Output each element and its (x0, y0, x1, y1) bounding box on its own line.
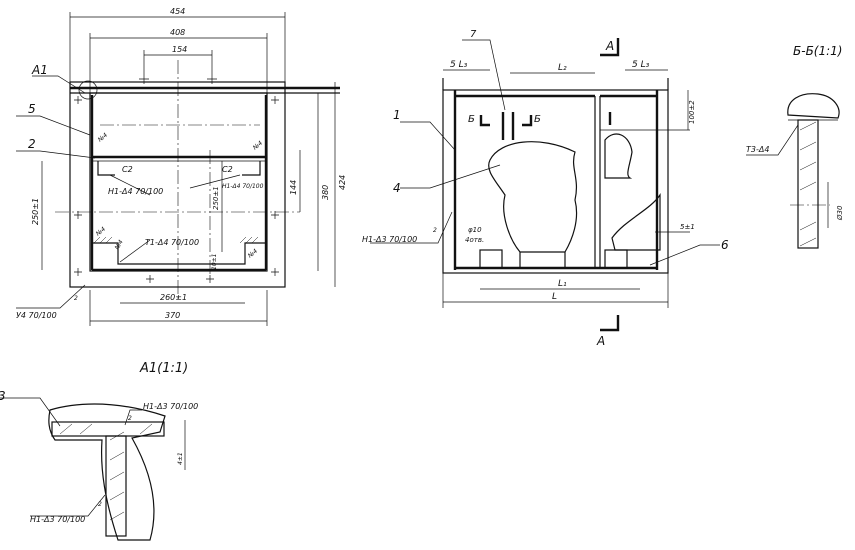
weld-h1-a3-bottom: Н1-Δ3 70/100 (30, 515, 85, 524)
dim-408: 408 (170, 28, 185, 37)
small-2-front: 2 (74, 295, 78, 302)
dim-l2: L₂ (558, 63, 567, 73)
dim-l: L (552, 292, 557, 302)
dim-370: 370 (165, 311, 180, 320)
n4-c: №4 (94, 226, 107, 239)
dim-144: 144 (289, 180, 298, 195)
dim-424: 424 (338, 175, 347, 190)
label-b-left: Б (468, 114, 475, 125)
weld-h1-a3-side: Н1-Δ3 70/100 (362, 235, 417, 244)
dim-l1: L₁ (558, 279, 567, 289)
callout-1: 1 (393, 108, 401, 122)
n4-d: №4 (246, 248, 259, 261)
dim-154: 154 (172, 45, 187, 54)
small-2-side: 2 (433, 227, 437, 234)
n4-a: №4 (96, 132, 109, 145)
weld-y4: У4 70/100 (16, 311, 57, 320)
small-2-bottom: 2 (98, 501, 102, 508)
hole-count: 4отв. (465, 236, 484, 244)
dim-100: 100±2 (688, 100, 696, 124)
weld-h1-a4-left: Н1-Δ4 70/100 (108, 187, 163, 196)
dim-380: 380 (321, 185, 330, 200)
label-b-right: Б (534, 114, 541, 125)
detail-a1-view: А1(1:1) 3 Н1-Δ3 70/100 Н1-Δ3 70/100 4±1 … (0, 361, 198, 541)
weld-t3: Т3-Δ4 (746, 145, 769, 154)
front-view: 454 408 154 424 380 250±1 250±1 144 10±1… (16, 7, 347, 326)
section-a-top: А (605, 39, 614, 53)
callout-6: 6 (721, 238, 729, 252)
n4-b: №4 (251, 140, 264, 153)
dim-454: 454 (170, 7, 185, 16)
dim-250-mid: 250±1 (212, 186, 220, 210)
dim-30: Ø30 (836, 205, 844, 221)
n4-e: №4 (113, 239, 125, 252)
detail-a1-title: А1(1:1) (139, 361, 188, 376)
dim-5l3-left: 5 L₃ (450, 60, 468, 70)
section-a-bottom: А (596, 334, 605, 348)
section-b-title: Б-Б(1:1) (793, 44, 842, 58)
dim-5: 5±1 (680, 223, 695, 231)
side-view: 7 А А 5 L₃ L₂ 5 L₃ L₁ L 100±2 5±1 Б Б 1 … (362, 29, 729, 348)
callout-2: 2 (28, 137, 36, 151)
hole-label: φ10 (468, 226, 482, 234)
dim-small: 10±1 (211, 254, 218, 270)
c2-left: С2 (122, 165, 133, 174)
section-b-view: Б-Б(1:1) Т3-Δ4 Ø30 (746, 44, 844, 249)
dim-250-left: 250±1 (31, 198, 40, 225)
small-2-top: 2 (128, 415, 132, 422)
callout-3: 3 (0, 389, 6, 403)
c2-right: С2 (222, 165, 233, 174)
weld-h1-a3-top: Н1-Δ3 70/100 (143, 402, 198, 411)
weld-t1-a4: Т1-Δ4 70/100 (145, 238, 199, 247)
callout-a1: А1 (31, 63, 48, 77)
dim-260: 260±1 (160, 293, 187, 302)
callout-7: 7 (470, 29, 477, 40)
dim-4: 4±1 (177, 452, 184, 465)
weld-h1-a4-right: Н1-Δ4 70/100 (222, 183, 264, 190)
callout-4: 4 (393, 181, 401, 195)
dim-5l3-right: 5 L₃ (632, 60, 650, 70)
callout-5: 5 (28, 102, 36, 116)
